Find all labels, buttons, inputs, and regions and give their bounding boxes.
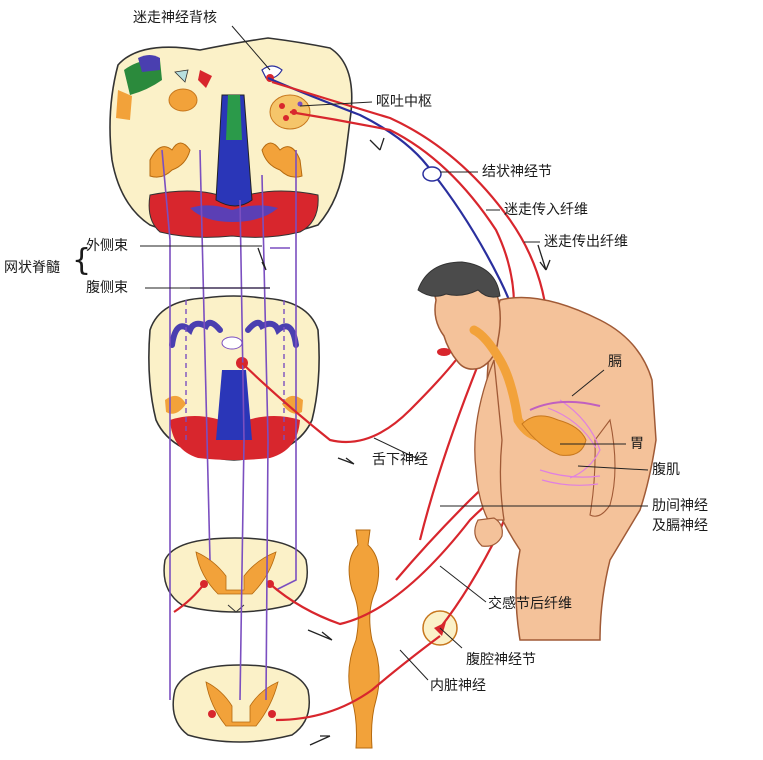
label-sympathetic-postganglionic: 交感节后纤维: [488, 596, 572, 612]
label-abdominal-muscle: 腹肌: [652, 462, 680, 478]
label-stomach: 胃: [630, 436, 644, 452]
sympathetic-chain: [348, 529, 380, 749]
label-diaphragm: 膈: [608, 354, 622, 370]
label-hypoglossal: 舌下神经: [372, 452, 428, 468]
label-nodose-ganglion: 结状神经节: [482, 164, 552, 180]
label-vomiting-center: 呕吐中枢: [376, 94, 432, 110]
label-celiac-ganglion: 腹腔神经节: [466, 652, 536, 668]
label-dorsal-vagal-nucleus: 迷走神经背核: [133, 10, 217, 26]
label-intercostal-2: 及膈神经: [652, 518, 708, 534]
nodose-ganglion-mark: [422, 166, 442, 182]
label-ventral-tract: 腹侧束: [86, 280, 128, 296]
label-splanchnic: 内脏神经: [430, 678, 486, 694]
label-lateral-tract: 外侧束: [86, 238, 128, 254]
cervical-cord-section: [163, 537, 308, 613]
leader-lines: [140, 25, 649, 681]
thoracic-cord-section: [172, 664, 310, 743]
reticulospinal-brace: {: [72, 243, 92, 278]
label-vagal-efferent: 迷走传出纤维: [544, 234, 628, 250]
label-intercostal-1: 肋间神经: [652, 498, 708, 514]
direction-arrows: [257, 137, 551, 746]
label-vagal-afferent: 迷走传入纤维: [504, 202, 588, 218]
medulla-section: [109, 37, 353, 238]
vomiting-person: [417, 261, 657, 641]
upper-spinal-section: [148, 295, 320, 461]
label-reticulospinal: 网状脊髓: [4, 260, 60, 276]
